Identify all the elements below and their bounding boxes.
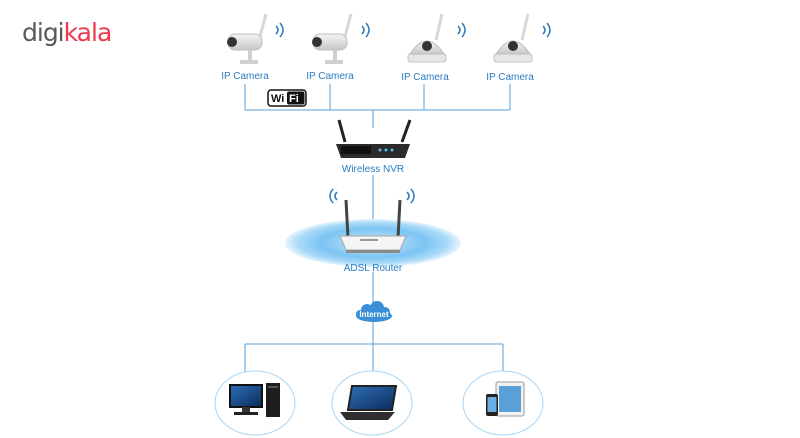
cloud-icon	[356, 301, 392, 322]
internet-cloud: Internet	[356, 301, 392, 322]
adsl-router: ADSL Router	[285, 188, 461, 274]
wifi-signal-icon	[542, 22, 551, 38]
ip-camera-3: IP Camera	[401, 13, 466, 83]
logo-text-part1: digi	[22, 18, 65, 47]
ip-camera-1: IP Camera	[221, 13, 284, 82]
nvr-device-icon	[336, 119, 412, 158]
phone-icon	[486, 394, 498, 416]
bullet-camera-icon	[312, 13, 353, 64]
desktop-icon	[229, 383, 280, 417]
device-laptop	[331, 370, 413, 436]
device-tablet-phone	[462, 370, 544, 436]
logo-text-part2: kala	[63, 18, 113, 47]
camera-label: IP Camera	[486, 72, 534, 83]
dome-camera-icon	[493, 13, 533, 63]
wifi-signal-icon	[457, 22, 466, 38]
wifi-signal-icon	[329, 188, 415, 204]
wifi-badge: Wi Fi	[267, 89, 307, 107]
laptop-icon	[340, 385, 398, 420]
router-device-icon	[339, 199, 407, 253]
wifi-signal-icon	[361, 22, 370, 38]
cloud-label: Internet	[359, 310, 389, 319]
router-label: ADSL Router	[344, 263, 403, 274]
wireless-nvr: Wireless NVR	[336, 119, 412, 175]
ip-camera-2: IP Camera	[306, 13, 370, 82]
nvr-label: Wireless NVR	[342, 164, 404, 175]
wifi-signal-icon	[275, 22, 284, 38]
camera-label: IP Camera	[401, 72, 449, 83]
device-desktop	[214, 370, 296, 436]
brand-logo: digikala	[22, 18, 113, 47]
ip-camera-4: IP Camera	[486, 13, 551, 83]
camera-label: IP Camera	[306, 71, 354, 82]
wifi-badge-right: Fi	[289, 93, 299, 105]
bullet-camera-icon	[227, 13, 268, 64]
tablet-icon	[495, 381, 525, 417]
dome-camera-icon	[407, 13, 447, 63]
camera-label: IP Camera	[221, 71, 269, 82]
wifi-badge-left: Wi	[271, 93, 284, 105]
